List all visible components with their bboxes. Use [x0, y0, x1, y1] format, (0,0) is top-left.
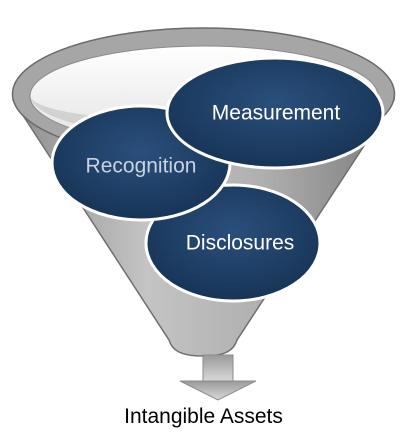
funnel-caption: Intangible Assets	[124, 405, 283, 428]
item-disclosures: Disclosures	[144, 183, 322, 303]
measurement-oval	[165, 56, 385, 170]
item-measurement: Measurement	[165, 56, 385, 170]
recognition-label: Recognition	[86, 155, 197, 178]
disclosures-oval	[144, 183, 322, 303]
down-arrow-icon	[179, 354, 257, 401]
measurement-label: Measurement	[212, 102, 341, 125]
disclosures-label: Disclosures	[186, 232, 295, 255]
